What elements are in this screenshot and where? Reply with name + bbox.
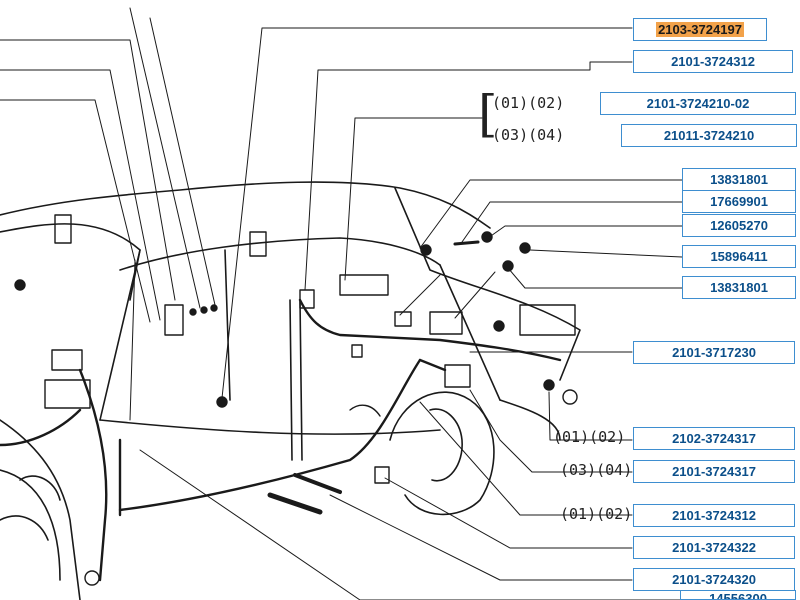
part-number: 2101-3724312 xyxy=(672,508,756,523)
part-number: 21011-3724210 xyxy=(663,128,755,143)
part-number: 2101-3724322 xyxy=(672,540,756,555)
callout-part-c12[interactable]: 2101-3724317 xyxy=(633,460,795,483)
part-number: 2101-3724210-02 xyxy=(646,96,750,111)
callout-part-c9[interactable]: 13831801 xyxy=(682,276,796,299)
qualifier-q5: (01)(02) xyxy=(560,505,633,523)
wiring-harness xyxy=(0,298,562,582)
callout-part-c6[interactable]: 17669901 xyxy=(682,190,796,213)
callout-part-c15[interactable]: 2101-3724320 xyxy=(633,568,795,591)
part-number: 13831801 xyxy=(710,172,768,187)
callout-part-c4[interactable]: 21011-3724210 xyxy=(621,124,797,147)
callout-part-c14[interactable]: 2101-3724322 xyxy=(633,536,795,559)
part-number: 12605270 xyxy=(710,218,768,233)
part-number: 2102-3724317 xyxy=(672,431,756,446)
part-number: 2101-3724317 xyxy=(672,464,756,479)
callout-part-c16[interactable]: 14556300 xyxy=(680,590,796,600)
qualifier-q1: (01)(02) xyxy=(492,94,565,112)
part-number: 13831801 xyxy=(710,280,768,295)
part-number: 2101-3717230 xyxy=(672,345,756,360)
qualifier-q4: (03)(04) xyxy=(560,461,633,479)
part-number: 14556300 xyxy=(709,591,767,600)
part-number: 17669901 xyxy=(710,194,768,209)
parts xyxy=(14,214,578,586)
callout-part-c11[interactable]: 2102-3724317 xyxy=(633,427,795,450)
callout-part-c3[interactable]: 2101-3724210-02 xyxy=(600,92,796,115)
qualifier-brace: [ xyxy=(478,85,498,143)
callout-part-c7[interactable]: 12605270 xyxy=(682,214,796,237)
callout-part-c2[interactable]: 2101-3724312 xyxy=(633,50,793,73)
part-number: 2101-3724312 xyxy=(671,54,755,69)
leader-lines xyxy=(0,7,683,600)
callout-part-c8[interactable]: 15896411 xyxy=(682,245,796,268)
qualifier-q3: (01)(02) xyxy=(553,428,626,446)
callout-part-c10[interactable]: 2101-3717230 xyxy=(633,341,795,364)
callout-part-c13[interactable]: 2101-3724312 xyxy=(633,504,795,527)
part-number: 2103-3724197 xyxy=(656,22,744,37)
callout-part-c5[interactable]: 13831801 xyxy=(682,168,796,191)
callout-part-c1[interactable]: 2103-3724197 xyxy=(633,18,767,41)
part-number: 15896411 xyxy=(710,249,768,264)
qualifier-q2: (03)(04) xyxy=(492,126,565,144)
part-number: 2101-3724320 xyxy=(672,572,756,587)
car-body-outline xyxy=(0,181,581,600)
